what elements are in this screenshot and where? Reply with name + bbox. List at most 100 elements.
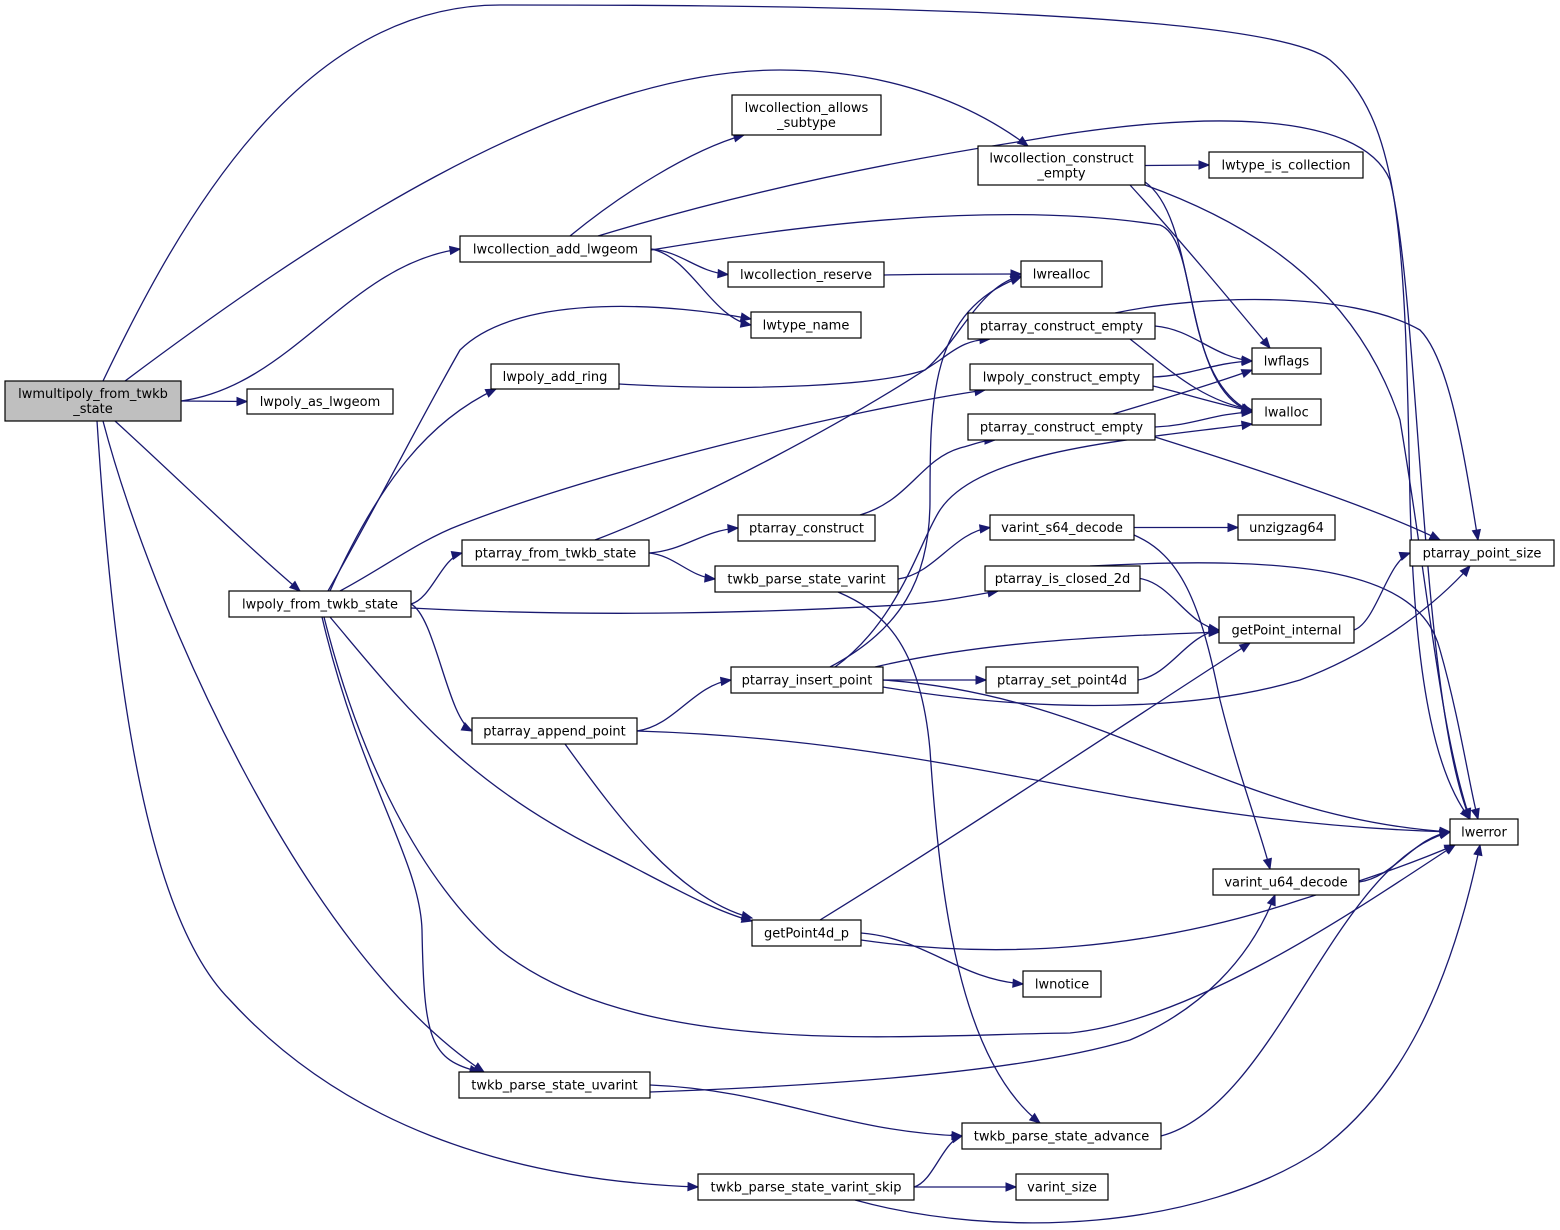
node-label: lwrealloc bbox=[1033, 268, 1091, 283]
edge-line bbox=[1139, 577, 1220, 631]
arrowhead bbox=[1028, 1112, 1042, 1124]
node-label: ptarray_construct_empty bbox=[980, 421, 1143, 436]
node-box bbox=[989, 514, 1135, 541]
arrowhead bbox=[1005, 1182, 1018, 1192]
node-box bbox=[961, 1122, 1162, 1150]
arrowhead bbox=[1428, 531, 1442, 541]
node-box bbox=[461, 539, 650, 567]
node-ptarray_insert_point[interactable]: ptarray_insert_point bbox=[730, 666, 884, 694]
node-lwpoly_from_twkb_state[interactable]: lwpoly_from_twkb_state bbox=[228, 590, 412, 618]
arrowhead bbox=[975, 675, 988, 685]
edge-line bbox=[1160, 831, 1451, 1137]
edge-line bbox=[636, 679, 732, 732]
node-lwmultipoly_from_twkb_state[interactable]: lwmultipoly_from_twkb_state bbox=[4, 380, 182, 422]
node-getPoint4d_p[interactable]: getPoint4d_p bbox=[751, 919, 862, 947]
edge-line bbox=[321, 616, 481, 1073]
edge-line bbox=[329, 616, 753, 922]
edges-layer bbox=[96, 4, 1483, 1224]
node-label: ptarray_insert_point bbox=[742, 674, 873, 689]
node-lwpoly_as_lwgeom[interactable]: lwpoly_as_lwgeom bbox=[246, 388, 394, 415]
edge-lwcollection_construct_empty-to-lwalloc bbox=[1144, 181, 1254, 414]
node-lwpoly_add_ring[interactable]: lwpoly_add_ring bbox=[490, 363, 620, 390]
node-varint_u64_decode[interactable]: varint_u64_decode bbox=[1212, 868, 1360, 896]
edge-line bbox=[860, 844, 1456, 951]
edge-ptarray_is_closed_2d-to-lwerror bbox=[1089, 562, 1480, 821]
edge-line bbox=[102, 4, 1471, 820]
arrowhead bbox=[1207, 626, 1221, 637]
edge-line bbox=[1144, 181, 1253, 413]
node-ptarray_point_size[interactable]: ptarray_point_size bbox=[1409, 539, 1555, 567]
edge-lwmultipoly_from_twkb_state-to-lwcollection_construct_empty bbox=[124, 69, 1030, 382]
node-lwcollection_add_lwgeom[interactable]: lwcollection_add_lwgeom bbox=[459, 235, 652, 263]
node-ptarray_construct[interactable]: ptarray_construct bbox=[737, 514, 876, 542]
node-lwtype_is_collection[interactable]: lwtype_is_collection bbox=[1208, 151, 1364, 179]
node-box bbox=[1208, 151, 1364, 179]
node-ptarray_set_point4d[interactable]: ptarray_set_point4d bbox=[985, 666, 1139, 694]
node-box bbox=[737, 514, 876, 542]
node-lwflags[interactable]: lwflags bbox=[1251, 347, 1322, 375]
node-unzigzag64[interactable]: unzigzag64 bbox=[1237, 514, 1336, 541]
node-box bbox=[985, 666, 1139, 694]
arrowhead bbox=[719, 676, 733, 687]
node-twkb_parse_state_varint_skip[interactable]: twkb_parse_state_varint_skip bbox=[697, 1173, 915, 1201]
node-box bbox=[1251, 347, 1322, 375]
node-box bbox=[969, 363, 1154, 391]
node-label: varint_size bbox=[1027, 1181, 1097, 1196]
node-lwrealloc[interactable]: lwrealloc bbox=[1020, 260, 1103, 288]
node-label: lwcollection_construct bbox=[989, 152, 1133, 167]
node-varint_size[interactable]: varint_size bbox=[1015, 1173, 1109, 1201]
node-ptarray_construct_empty_2[interactable]: ptarray_construct_empty bbox=[967, 413, 1156, 441]
node-ptarray_construct_empty_1[interactable]: ptarray_construct_empty bbox=[967, 312, 1156, 340]
node-label: lwcollection_reserve bbox=[740, 268, 872, 283]
arrowhead bbox=[1398, 551, 1412, 561]
edge-line bbox=[874, 631, 1220, 668]
node-getPoint_internal[interactable]: getPoint_internal bbox=[1218, 616, 1355, 644]
arrowhead bbox=[1471, 528, 1481, 542]
node-label: lwcollection_add_lwgeom bbox=[473, 243, 638, 258]
node-label: _empty bbox=[1036, 167, 1086, 182]
edge-line bbox=[1144, 184, 1471, 820]
node-twkb_parse_state_uvarint[interactable]: twkb_parse_state_uvarint bbox=[458, 1071, 651, 1099]
arrowhead bbox=[717, 268, 730, 279]
node-lwalloc[interactable]: lwalloc bbox=[1251, 398, 1322, 426]
edge-line bbox=[834, 423, 1253, 668]
node-box bbox=[1218, 616, 1355, 644]
node-label: ptarray_point_size bbox=[1423, 547, 1542, 562]
edge-line bbox=[1129, 184, 1271, 349]
node-box bbox=[697, 1173, 915, 1201]
arrowhead bbox=[1198, 160, 1211, 170]
node-ptarray_append_point[interactable]: ptarray_append_point bbox=[471, 717, 638, 745]
node-ptarray_is_closed_2d[interactable]: ptarray_is_closed_2d bbox=[984, 565, 1141, 592]
node-ptarray_from_twkb_state[interactable]: ptarray_from_twkb_state bbox=[461, 539, 650, 567]
arrowhead bbox=[1266, 893, 1276, 907]
node-twkb_parse_state_varint[interactable]: twkb_parse_state_varint bbox=[714, 565, 899, 593]
edge-twkb_parse_state_varint-to-twkb_parse_state_advance bbox=[837, 591, 1042, 1124]
node-lwcollection_reserve[interactable]: lwcollection_reserve bbox=[727, 261, 885, 288]
edge-line bbox=[410, 552, 463, 605]
node-box bbox=[1251, 398, 1322, 426]
arrowhead bbox=[1009, 276, 1023, 286]
node-lwnotice[interactable]: lwnotice bbox=[1022, 970, 1102, 998]
edge-twkb_parse_state_uvarint-to-varint_u64_decode bbox=[649, 893, 1276, 1093]
node-lwtype_name[interactable]: lwtype_name bbox=[750, 311, 862, 339]
node-label: ptarray_from_twkb_state bbox=[475, 547, 637, 562]
arrowhead bbox=[739, 312, 753, 322]
edge-lwmultipoly_from_twkb_state-to-twkb_parse_state_varint_skip bbox=[96, 420, 700, 1192]
node-lwpoly_construct_empty[interactable]: lwpoly_construct_empty bbox=[969, 363, 1154, 391]
node-box bbox=[459, 235, 652, 263]
edge-twkb_parse_state_varint_skip-to-twkb_parse_state_advance bbox=[913, 1134, 964, 1188]
node-lwerror[interactable]: lwerror bbox=[1449, 818, 1519, 846]
node-label: ptarray_append_point bbox=[483, 725, 626, 740]
node-twkb_parse_state_advance[interactable]: twkb_parse_state_advance bbox=[961, 1122, 1162, 1150]
node-label: lwpoly_construct_empty bbox=[983, 371, 1141, 386]
edge-lwmultipoly_from_twkb_state-to-twkb_parse_state_uvarint bbox=[102, 420, 486, 1073]
node-lwcollection_construct_empty[interactable]: lwcollection_construct_empty bbox=[977, 145, 1146, 186]
node-box bbox=[731, 94, 882, 136]
node-varint_s64_decode[interactable]: varint_s64_decode bbox=[989, 514, 1135, 541]
node-label: lwtype_name bbox=[763, 319, 850, 334]
arrowhead bbox=[288, 580, 302, 592]
node-lwcollection_allows_subtype[interactable]: lwcollection_allows_subtype bbox=[731, 94, 882, 136]
edge-line bbox=[1154, 436, 1441, 541]
edge-line bbox=[837, 591, 1041, 1124]
node-box bbox=[1015, 1173, 1109, 1201]
